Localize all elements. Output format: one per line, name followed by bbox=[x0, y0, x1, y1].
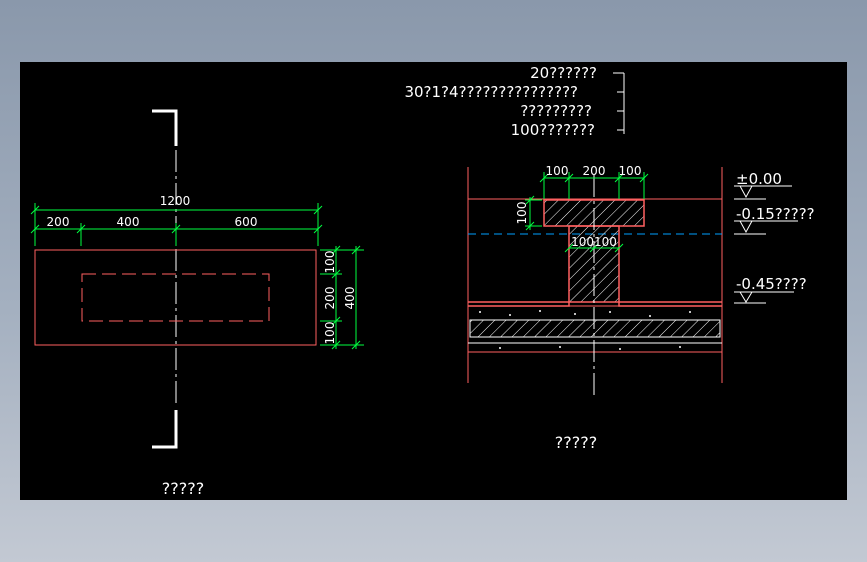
layer-leader bbox=[613, 72, 625, 134]
plan-dim-right-mid: 200 bbox=[323, 287, 337, 310]
plan-footing-outline bbox=[34, 249, 317, 346]
section-marker-top bbox=[152, 109, 178, 146]
section-dim-right: 100 bbox=[619, 164, 642, 178]
plan-caption: ????? bbox=[162, 479, 204, 498]
layer-label-3: ????????? bbox=[520, 102, 592, 120]
drawing-canvas bbox=[20, 62, 847, 500]
layer-label-1: 20?????? bbox=[530, 64, 597, 82]
plan-dim-seg2: 400 bbox=[117, 215, 140, 229]
plan-dim-right-total: 400 bbox=[343, 287, 357, 310]
plan-dimensions-top bbox=[30, 203, 323, 246]
section-dimensions-top bbox=[539, 172, 649, 199]
elevation-1: ±0.00 bbox=[736, 170, 782, 188]
section-dim-height: 100 bbox=[515, 202, 529, 225]
layer-label-2: 30?1?4??????????????? bbox=[404, 83, 578, 101]
plan-dim-seg1: 200 bbox=[47, 215, 70, 229]
plan-dim-right-top: 100 bbox=[323, 251, 337, 274]
section-caption: ????? bbox=[555, 433, 597, 452]
gravel-specks bbox=[479, 310, 691, 350]
section-marker-bottom bbox=[152, 410, 178, 449]
section-dimension-stem bbox=[564, 243, 624, 253]
plan-dimensions-right bbox=[320, 245, 364, 350]
section-dim-stem: 100100 bbox=[571, 235, 617, 249]
plan-dim-right-bottom: 100 bbox=[323, 322, 337, 345]
concrete-layer bbox=[469, 319, 721, 338]
elevation-markers bbox=[734, 185, 798, 304]
plan-dim-total: 1200 bbox=[160, 194, 191, 208]
section-dim-mid: 200 bbox=[583, 164, 606, 178]
section-dim-left: 100 bbox=[546, 164, 569, 178]
elevation-3: -0.45???? bbox=[736, 275, 807, 293]
section-dimension-height bbox=[525, 195, 542, 231]
elevation-2: -0.15????? bbox=[736, 205, 815, 223]
plan-dim-seg3: 600 bbox=[235, 215, 258, 229]
section-view: 20?????? 30?1?4??????????????? ?????????… bbox=[404, 64, 814, 452]
layer-label-4: 100??????? bbox=[511, 121, 595, 139]
plan-hidden-beam bbox=[81, 273, 270, 322]
plan-view: 1200 200 400 600 100 200 100 400 ????? bbox=[30, 109, 364, 498]
